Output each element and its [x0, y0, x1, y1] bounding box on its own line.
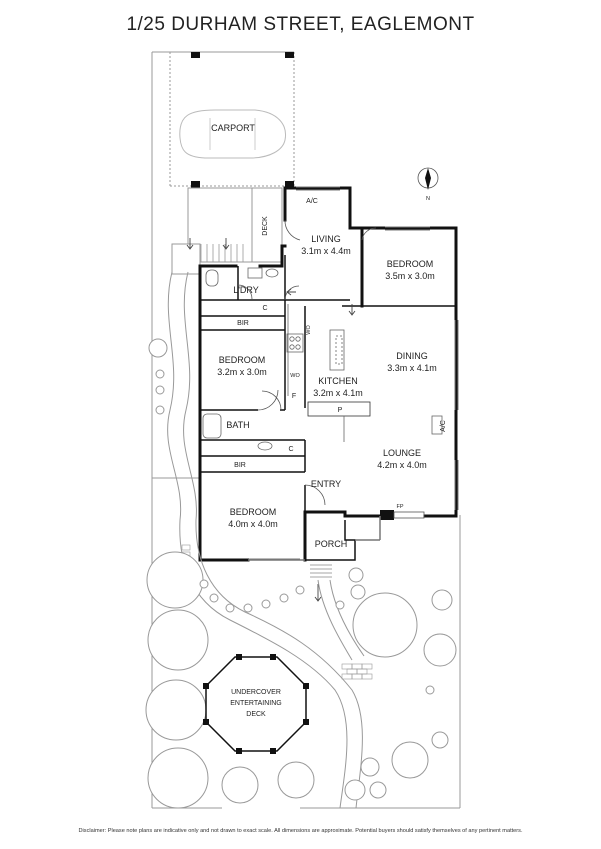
wo1-label: WO — [306, 325, 312, 335]
kitchen-dims: 3.2m x 4.1m — [313, 388, 363, 398]
fireplace-label: FP — [396, 504, 403, 510]
undercover-label-1: UNDERCOVER — [231, 689, 281, 696]
brick-pavers — [181, 544, 373, 680]
ac-living-label: A/C — [306, 198, 318, 205]
undercover-label-3: DECK — [246, 711, 266, 718]
car-outline — [179, 109, 287, 159]
bedroom1-label: BEDROOM — [387, 259, 434, 269]
entry-label: ENTRY — [311, 479, 341, 489]
bath-label: BATH — [226, 420, 249, 430]
flow-arrows — [186, 238, 356, 602]
windows — [250, 186, 459, 560]
living-label: LIVING — [311, 234, 341, 244]
cupboard2-label: C — [288, 446, 293, 453]
living-dims: 3.1m x 4.4m — [301, 246, 351, 256]
carport: CARPORT — [169, 52, 295, 188]
deck-label: DECK — [262, 216, 269, 236]
bedroom2-label: BEDROOM — [219, 355, 266, 365]
garden-trees — [145, 338, 457, 809]
fridge-label: F — [292, 393, 296, 400]
north-label: N — [426, 196, 430, 202]
plan-title: 1/25 DURHAM STREET, EAGLEMONT — [126, 14, 475, 35]
pantry-label: P — [338, 407, 343, 414]
site-boundary — [151, 51, 461, 809]
porch — [305, 516, 381, 561]
lounge-label: LOUNGE — [383, 448, 421, 458]
north-compass: N — [417, 167, 439, 202]
ac-lounge-label: A/C — [440, 420, 447, 432]
undercover-deck: UNDERCOVER ENTERTAINING DECK — [203, 654, 309, 754]
dining-label: DINING — [396, 351, 428, 361]
porch-steps — [310, 564, 332, 578]
lounge-dims: 4.2m x 4.0m — [377, 460, 427, 470]
fireplace-block — [380, 510, 394, 520]
kitchen-label: KITCHEN — [318, 376, 358, 386]
bir1-label: BIR — [237, 320, 249, 327]
disclaimer-text: Disclaimer: Please note plans are indica… — [78, 828, 523, 834]
bedroom1-dims: 3.5m x 3.0m — [385, 271, 435, 281]
cupboard1-label: C — [262, 305, 267, 312]
wo2-label: WO — [290, 373, 300, 379]
bedroom3-label: BEDROOM — [230, 507, 277, 517]
deck: DECK — [171, 187, 283, 275]
undercover-label-2: ENTERTAINING — [230, 700, 281, 707]
fixtures — [202, 267, 443, 451]
bedroom2-dims: 3.2m x 3.0m — [217, 367, 267, 377]
room-labels: LIVING 3.1m x 4.4m A/C BEDROOM 3.5m x 3.… — [217, 198, 447, 549]
carport-label: CARPORT — [211, 123, 255, 133]
interior-walls — [200, 255, 456, 561]
porch-label: PORCH — [315, 539, 348, 549]
bedroom3-dims: 4.0m x 4.0m — [228, 519, 278, 529]
bir2-label: BIR — [234, 462, 246, 469]
dining-dims: 3.3m x 4.1m — [387, 363, 437, 373]
laundry-label: L'DRY — [233, 285, 259, 295]
house-walls — [198, 186, 458, 562]
